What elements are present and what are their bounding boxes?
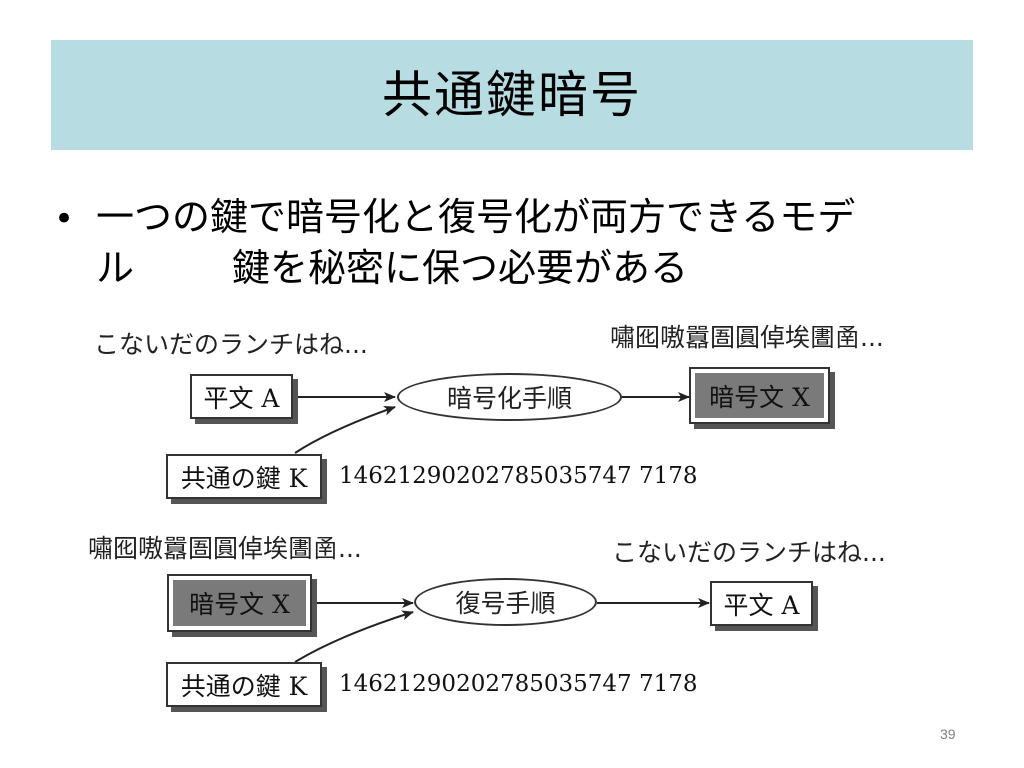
bullet-text-line1: 一つの鍵で暗号化と復号化が両方できるモデ (96, 195, 856, 239)
decrypt-plaintext-sample: こないだのランチはね... (612, 538, 886, 567)
arrow-key-to-decrypt (294, 610, 414, 663)
decrypt-plaintext-box: 平文 A (710, 581, 813, 626)
encrypt-ciphertext-box: 暗号文 X (689, 367, 830, 424)
bullet-text-line2a: ル (96, 246, 135, 290)
decrypt-key-value: 14621290202785035747 7178 (339, 671, 698, 697)
bullet-dot: • (54, 199, 75, 239)
encrypt-ciphertext-label: 暗号文 X (695, 373, 824, 418)
decrypt-ciphertext-sample: 嘯囮嗷囂圄圓倬埃圕圅... (88, 534, 362, 563)
arrow-key-to-encrypt (294, 405, 396, 454)
encrypt-plaintext-box: 平文 A (190, 374, 293, 419)
encrypt-ciphertext-sample: 嘯囮嗷囂圄圓倬埃圕圅... (610, 323, 884, 352)
slide-title: 共通鍵暗号 (382, 66, 642, 124)
encrypt-process-ellipse: 暗号化手順 (397, 373, 622, 421)
page-number: 39 (940, 726, 956, 742)
encrypt-key-value: 14621290202785035747 7178 (339, 463, 698, 489)
decrypt-ciphertext-box: 暗号文 X (167, 574, 312, 632)
decrypt-ciphertext-label: 暗号文 X (173, 580, 306, 626)
encrypt-key-box: 共通の鍵 K (166, 454, 322, 499)
decrypt-key-box: 共通の鍵 K (166, 662, 322, 707)
bullet-text-line2b: 鍵を秘密に保つ必要がある (232, 246, 689, 290)
title-bar: 共通鍵暗号 (51, 40, 973, 150)
encrypt-plaintext-sample: こないだのランチはね... (94, 330, 368, 359)
decrypt-process-ellipse: 復号手順 (414, 578, 597, 626)
